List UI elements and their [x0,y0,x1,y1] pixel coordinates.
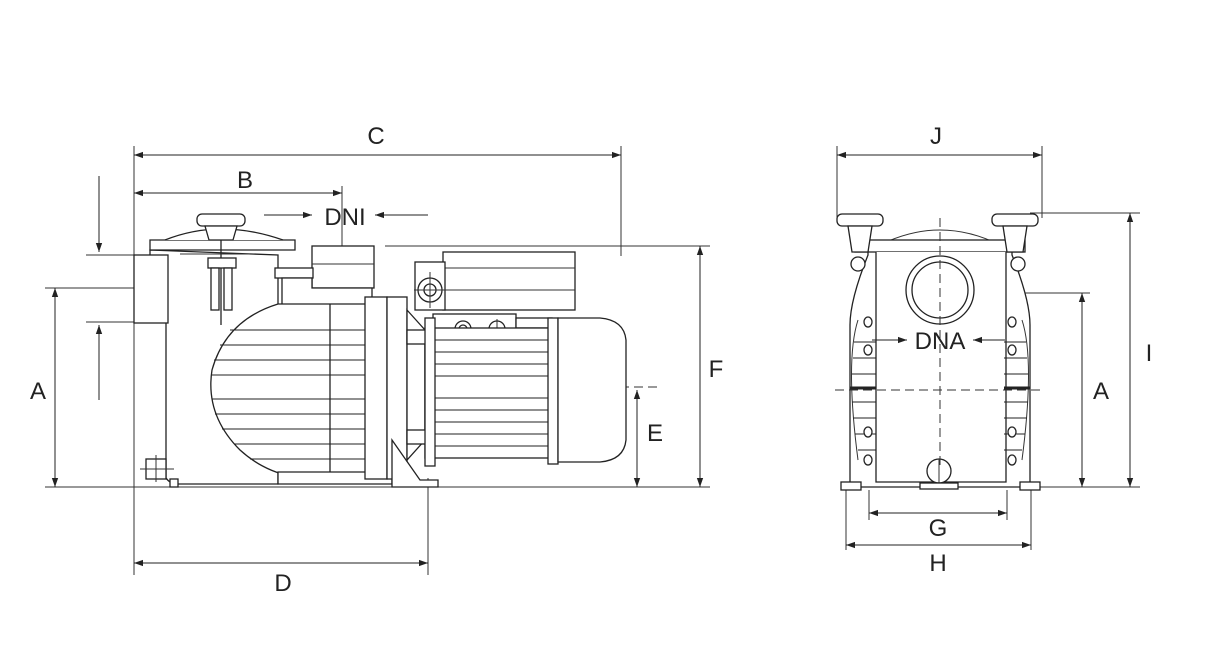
label-e: E [647,420,663,447]
label-dna: DNA [915,328,966,355]
label-j: J [930,123,942,150]
label-i: I [1146,340,1153,367]
side-view [45,146,710,575]
front-view-dimensions [837,151,1134,549]
side-view-dimensions [51,151,704,567]
label-b: B [237,167,253,194]
label-f: F [709,356,724,383]
label-a-front: A [1093,378,1109,405]
front-view [835,146,1140,550]
label-c: C [367,123,384,150]
label-h: H [929,550,946,577]
label-a-side: A [30,378,46,405]
dimension-labels: C B DNI A F E D J I A DNA G H [30,123,1152,597]
label-g: G [929,515,948,542]
label-dni: DNI [324,204,365,231]
label-d: D [274,570,291,597]
